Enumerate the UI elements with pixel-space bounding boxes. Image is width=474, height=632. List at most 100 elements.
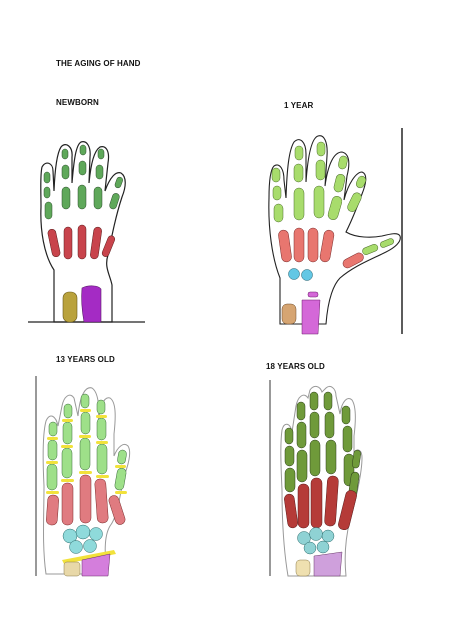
hand-xray-newborn bbox=[28, 141, 145, 323]
phalanges-13-years bbox=[46, 393, 127, 491]
stage-label-13-years: 13 YEARS OLD bbox=[56, 355, 115, 364]
growth-plate bbox=[79, 435, 91, 438]
radius-bone bbox=[81, 553, 111, 577]
growth-plate bbox=[61, 479, 74, 482]
growth-plate bbox=[115, 491, 127, 494]
phalanx bbox=[79, 144, 87, 156]
growth-plates-13-years bbox=[46, 409, 127, 494]
phalanx bbox=[80, 411, 91, 435]
ulna-bone bbox=[295, 559, 311, 577]
metacarpal bbox=[278, 229, 292, 263]
carpal-bone bbox=[89, 527, 103, 541]
hand-outline bbox=[268, 135, 401, 325]
page-title: THE AGING OF HAND bbox=[56, 59, 141, 68]
metacarpal bbox=[338, 490, 357, 531]
phalanx bbox=[284, 467, 296, 493]
growth-plate bbox=[46, 461, 58, 464]
metacarpal bbox=[108, 495, 126, 525]
phalanx bbox=[114, 176, 123, 189]
phalanx bbox=[95, 164, 104, 180]
phalanx bbox=[273, 203, 284, 223]
metacarpal bbox=[90, 226, 102, 260]
phalanx bbox=[80, 393, 90, 409]
phalanx bbox=[313, 185, 325, 219]
phalanx bbox=[325, 439, 337, 475]
phalanx bbox=[341, 405, 351, 425]
phalanx bbox=[271, 167, 281, 183]
phalanges-18-years bbox=[284, 391, 362, 497]
phalanx bbox=[61, 164, 70, 180]
ulna-bone bbox=[63, 561, 81, 577]
phalanx bbox=[43, 186, 51, 199]
hand-panel-18-years bbox=[268, 380, 380, 577]
phalanx bbox=[296, 401, 306, 421]
phalanx bbox=[309, 411, 320, 439]
hand-xray-1-year bbox=[268, 128, 403, 335]
phalanx bbox=[355, 175, 367, 189]
hand-xray-13-years bbox=[35, 376, 131, 577]
carpal-bone bbox=[309, 527, 323, 541]
growth-plate bbox=[115, 465, 126, 468]
phalanx bbox=[96, 443, 108, 475]
metacarpal bbox=[46, 494, 59, 526]
phalanx bbox=[342, 425, 353, 453]
phalanx bbox=[316, 141, 326, 157]
phalanx bbox=[296, 449, 308, 483]
carpal-bone bbox=[288, 268, 300, 280]
growth-plate bbox=[61, 445, 73, 448]
hand-panel-newborn bbox=[28, 135, 150, 330]
stage-label-18-years: 18 YEARS OLD bbox=[266, 362, 325, 371]
growth-plate bbox=[46, 491, 59, 494]
carpals-13-years bbox=[62, 524, 103, 554]
metacarpal bbox=[324, 475, 339, 527]
phalanx bbox=[44, 201, 53, 220]
carpal-bone bbox=[83, 539, 97, 553]
phalanx bbox=[351, 449, 362, 469]
phalanx bbox=[63, 403, 73, 419]
growth-plate bbox=[79, 471, 92, 474]
phalanx bbox=[296, 421, 307, 449]
phalanx bbox=[117, 449, 127, 465]
phalanx bbox=[109, 193, 120, 210]
phalanx bbox=[323, 391, 333, 411]
metacarpal bbox=[79, 474, 92, 524]
metacarpal bbox=[342, 252, 364, 269]
phalanx bbox=[48, 421, 58, 437]
carpal-bone bbox=[69, 540, 83, 554]
stage-label-1-year: 1 YEAR bbox=[284, 101, 314, 110]
phalanx bbox=[46, 463, 58, 491]
metacarpal bbox=[307, 227, 319, 263]
growth-plate bbox=[62, 550, 116, 564]
growth-plate bbox=[96, 441, 108, 444]
carpal-bone bbox=[316, 540, 330, 554]
radius-bone bbox=[301, 299, 321, 335]
growth-plate bbox=[80, 409, 91, 412]
phalanges-1-year bbox=[271, 141, 394, 255]
phalanx bbox=[309, 391, 319, 411]
carpals-18-years bbox=[297, 527, 335, 555]
hand-panel-1-year bbox=[262, 128, 408, 335]
phalanx bbox=[93, 186, 103, 210]
growth-plate bbox=[96, 475, 109, 478]
phalanx bbox=[333, 174, 346, 193]
metacarpals-18-years bbox=[284, 475, 357, 531]
phalanx bbox=[79, 437, 91, 471]
metacarpal bbox=[101, 235, 116, 257]
phalanx bbox=[380, 238, 394, 248]
phalanx bbox=[293, 163, 304, 183]
metacarpal bbox=[293, 227, 305, 263]
phalanx bbox=[293, 187, 305, 221]
ulna-bone bbox=[62, 291, 78, 323]
phalanx bbox=[327, 196, 343, 220]
metacarpal bbox=[47, 228, 61, 258]
ulna-bone bbox=[281, 303, 297, 325]
phalanx bbox=[347, 192, 362, 212]
phalanx bbox=[62, 421, 73, 445]
phalanx bbox=[284, 445, 295, 467]
phalanx bbox=[78, 160, 87, 176]
metacarpal bbox=[297, 483, 310, 529]
carpal-bone bbox=[303, 541, 317, 555]
phalanx bbox=[315, 159, 326, 181]
phalanx bbox=[284, 427, 294, 445]
metacarpal bbox=[94, 478, 109, 524]
